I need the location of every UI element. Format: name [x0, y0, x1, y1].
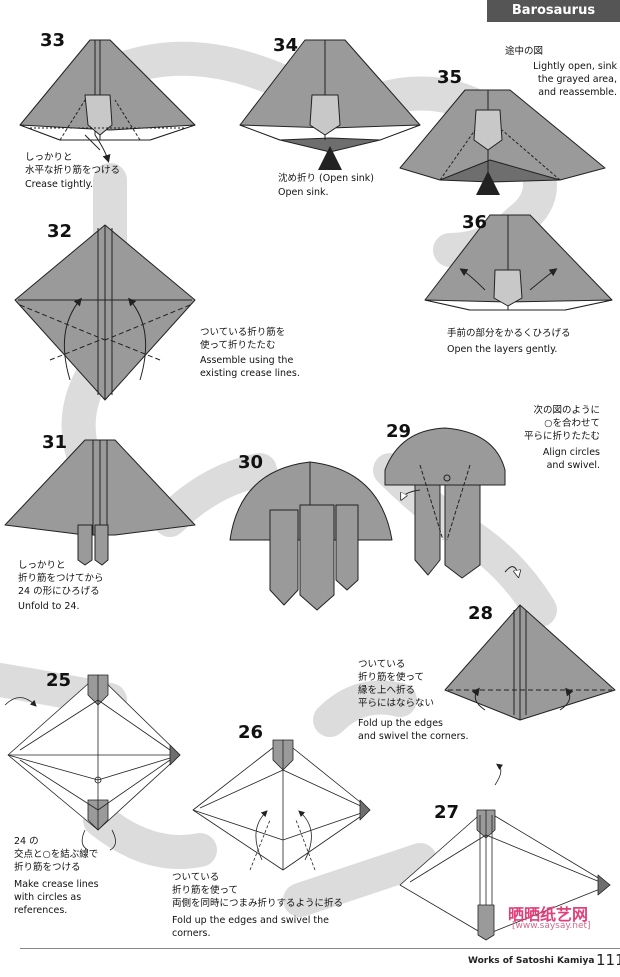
step-29-note-ja: 次の図のように ○を合わせて 平らに折りたたむ	[523, 405, 600, 442]
step-35-note-en: Lightly open, sink the grayed area, and …	[533, 61, 617, 98]
page-title: Barosaurus	[511, 3, 596, 18]
step-26-note-ja: ついている 折り筋を使って 両側を同時につまみ折りするように折る	[172, 872, 344, 909]
step-31-note-en: Unfold to 24.	[18, 601, 80, 612]
step-25-note-ja: 24 の 交点と○を結ぶ線で 折り筋をつける	[14, 836, 99, 873]
step-number-28: 28	[468, 603, 494, 624]
step-25-figure	[4, 674, 181, 851]
step-number-34: 34	[273, 35, 299, 56]
step-number-31: 31	[42, 432, 68, 453]
step-35-figure	[399, 89, 606, 195]
step-29-note-en: Align circles and swivel.	[542, 447, 600, 471]
step-number-27: 27	[434, 802, 460, 823]
step-32-note-ja: ついている折り筋を 使って折りたたむ	[200, 327, 286, 351]
step-34-note-en: Open sink.	[278, 187, 329, 198]
step-28-note-ja: ついている 折り筋を使って 縁を上へ折る 平らにはならない	[358, 659, 435, 709]
header-bar	[487, 0, 620, 22]
page-number: 111	[596, 951, 620, 969]
step-32-note-en: Assemble using the existing crease lines…	[200, 355, 300, 379]
step-27-figure	[399, 763, 611, 941]
step-number-32: 32	[47, 221, 73, 242]
step-30-figure	[229, 461, 393, 611]
step-number-26: 26	[238, 722, 264, 743]
step-32-figure	[14, 224, 196, 401]
step-26-note-en: Fold up the edges and swivel the corners…	[172, 915, 329, 939]
step-31-figure	[4, 439, 196, 566]
step-33-note-ja: しっかりと 水平な折り筋をつける	[25, 152, 121, 176]
watermark-logo: 晒晒纸艺网	[508, 905, 589, 924]
step-31-note-ja: しっかりと 折り筋をつけてから 24 の形にひろげる	[18, 560, 104, 597]
step-number-35: 35	[437, 67, 463, 88]
step-36-note-ja: 手前の部分をかるくひろげる	[447, 328, 571, 339]
watermark-url: [www.saysay.net]	[512, 921, 591, 931]
step-35-note-ja: 途中の図	[505, 46, 544, 57]
footer-rule	[20, 948, 620, 949]
step-29-figure	[384, 427, 518, 578]
step-28-note-en: Fold up the edges and swivel the corners…	[358, 718, 469, 742]
step-25-note-en: Make crease lines with circles as refere…	[14, 879, 99, 916]
step-number-30: 30	[238, 452, 264, 473]
step-28-figure	[444, 604, 616, 721]
step-36-note-en: Open the layers gently.	[447, 344, 558, 355]
step-26-figure	[192, 739, 371, 871]
step-33-figure	[19, 39, 196, 163]
step-number-33: 33	[40, 30, 66, 51]
footer-credit: Works of Satoshi Kamiya	[468, 956, 595, 966]
step-number-25: 25	[46, 670, 72, 691]
step-34-figure	[239, 39, 421, 170]
step-number-36: 36	[462, 212, 488, 233]
step-36-figure	[424, 214, 613, 311]
step-number-29: 29	[386, 421, 412, 442]
step-33-note-en: Crease tightly.	[25, 179, 93, 190]
step-34-note-ja: 沈め折り (Open sink)	[278, 173, 374, 184]
